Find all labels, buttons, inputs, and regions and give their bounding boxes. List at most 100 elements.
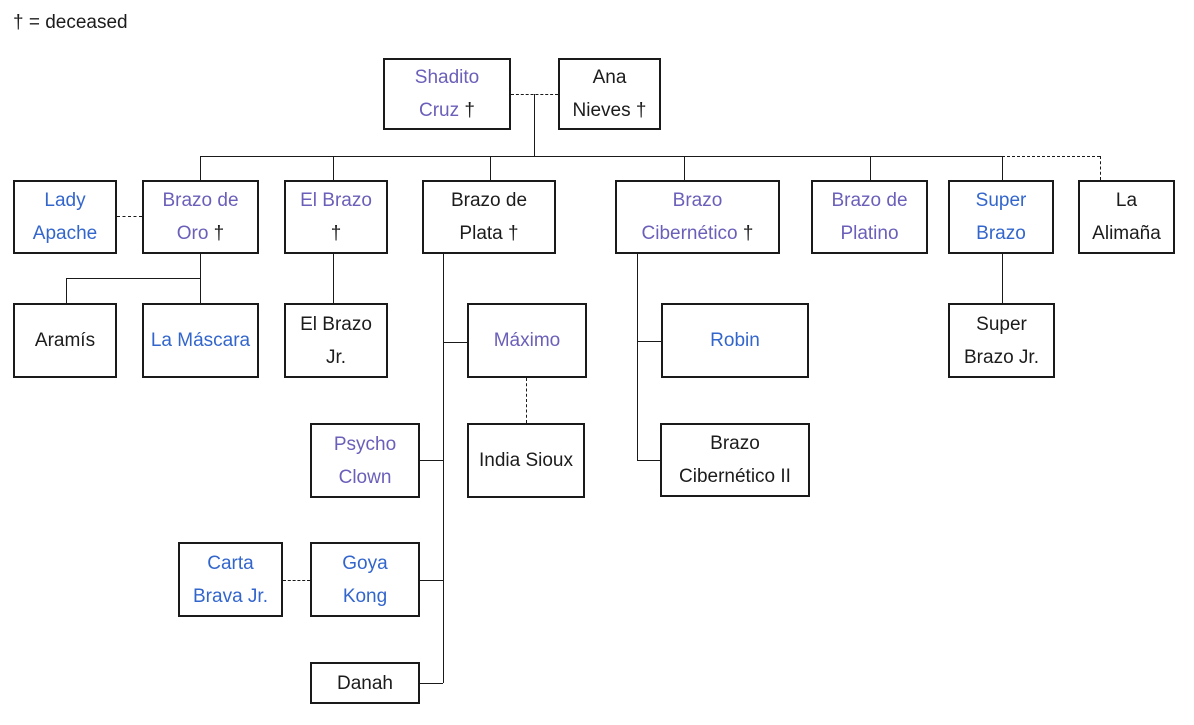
person-text-la-alimana: Alimaña	[1092, 223, 1161, 244]
person-link-brazo-cibernetico[interactable]: Cibernético	[641, 223, 738, 244]
person-text-danah: Danah	[337, 672, 393, 694]
person-name-line: Super	[976, 184, 1027, 217]
solid-connector-line	[66, 278, 67, 303]
person-text-super-brazo-jr: Brazo Jr.	[964, 346, 1039, 368]
person-name-line: Plata †	[459, 217, 518, 250]
solid-connector-line	[490, 156, 491, 180]
person-name-line: Brazo de	[162, 184, 238, 217]
person-link-el-brazo[interactable]: El Brazo	[300, 190, 372, 211]
person-name-line: Clown	[339, 461, 392, 494]
solid-connector-line	[534, 94, 535, 156]
person-link-lady-apache[interactable]: Lady	[44, 190, 86, 211]
person-link-maximo[interactable]: Máximo	[493, 330, 561, 351]
solid-connector-line	[1002, 156, 1003, 180]
person-text-shadito-cruz: †	[459, 100, 475, 121]
person-link-psycho-clown[interactable]: Psycho	[333, 433, 397, 455]
person-text-india-sioux: India Sioux	[478, 450, 573, 471]
person-name-line: Brazo Jr.	[964, 341, 1039, 374]
person-text-super-brazo-jr: Super	[976, 313, 1027, 335]
person-link-carta-brava-jr[interactable]: Carta	[207, 552, 254, 574]
solid-connector-line	[420, 683, 443, 684]
person-name-line: Platino	[840, 217, 898, 250]
person-link-goya-kong[interactable]: Goya	[342, 552, 388, 574]
person-box-brazo-de-platino: Brazo de Platino	[811, 180, 928, 254]
person-name-line: Aramís	[35, 324, 95, 357]
dashed-connector-line	[526, 378, 527, 423]
person-name-line: Brazo	[673, 184, 723, 217]
person-name-line: Brazo de	[831, 184, 907, 217]
person-link-carta-brava-jr[interactable]: Brava Jr.	[193, 585, 268, 607]
person-name-line: India Sioux	[479, 444, 573, 477]
solid-connector-line	[443, 342, 467, 343]
solid-connector-line	[333, 156, 334, 180]
person-name-line: Brazo	[976, 217, 1026, 250]
person-name-line: Danah	[337, 667, 393, 700]
solid-connector-line	[443, 254, 444, 683]
solid-connector-line	[200, 156, 201, 180]
person-name-line: El Brazo	[300, 184, 372, 217]
person-link-lady-apache[interactable]: Apache	[32, 223, 98, 244]
solid-connector-line	[66, 278, 200, 279]
solid-connector-line	[637, 341, 661, 342]
person-link-super-brazo[interactable]: Brazo	[976, 223, 1026, 244]
solid-connector-line	[637, 460, 660, 461]
person-name-line: Cruz †	[419, 94, 475, 127]
person-name-line: Jr.	[326, 341, 346, 374]
person-link-brazo-de-platino[interactable]: Brazo de	[831, 190, 908, 211]
person-link-psycho-clown[interactable]: Clown	[338, 466, 392, 488]
person-text-el-brazo: †	[330, 223, 342, 244]
person-name-line: Super	[976, 308, 1027, 341]
person-name-line: La Máscara	[151, 324, 250, 357]
person-text-ana-nieves: Ana	[592, 67, 627, 88]
deceased-legend: † = deceased	[13, 12, 128, 33]
person-box-la-mascara: La Máscara	[142, 303, 259, 378]
solid-connector-line	[684, 156, 685, 180]
person-text-el-brazo-jr: El Brazo	[300, 313, 372, 335]
solid-connector-line	[200, 156, 1002, 157]
person-link-shadito-cruz[interactable]: Shadito	[414, 67, 480, 88]
person-link-robin[interactable]: Robin	[710, 330, 760, 351]
person-link-goya-kong[interactable]: Kong	[342, 585, 388, 607]
person-text-brazo-cibernetico: †	[737, 223, 754, 244]
person-link-shadito-cruz[interactable]: Cruz	[419, 100, 460, 121]
person-name-line: Cibernético †	[642, 217, 754, 250]
person-box-india-sioux: India Sioux	[467, 423, 585, 498]
person-text-el-brazo-jr: Jr.	[325, 346, 347, 368]
solid-connector-line	[637, 254, 638, 460]
solid-connector-line	[870, 156, 871, 180]
person-link-brazo-de-platino[interactable]: Platino	[840, 223, 899, 244]
person-name-line: Carta	[207, 547, 253, 580]
person-link-brazo-cibernetico[interactable]: Brazo	[672, 190, 723, 211]
person-name-line: Shadito	[415, 61, 479, 94]
person-link-super-brazo[interactable]: Super	[975, 190, 1027, 211]
person-box-maximo: Máximo	[467, 303, 587, 378]
solid-connector-line	[333, 254, 334, 303]
person-name-line: Psycho	[334, 428, 396, 461]
person-name-line: †	[331, 217, 342, 250]
person-name-line: Robin	[710, 324, 760, 357]
person-name-line: Oro †	[177, 217, 225, 250]
person-name-line: Cibernético II	[679, 460, 791, 493]
solid-connector-line	[420, 580, 443, 581]
person-link-brazo-de-oro[interactable]: Brazo de	[162, 190, 239, 211]
person-name-line: Lady	[44, 184, 85, 217]
person-name-line: Nieves †	[573, 94, 647, 127]
person-text-aramis: Aramís	[34, 330, 96, 351]
person-name-line: Ana	[593, 61, 627, 94]
person-name-line: Máximo	[494, 324, 561, 357]
person-link-la-mascara[interactable]: La Máscara	[150, 330, 251, 351]
person-link-brazo-de-oro[interactable]: Oro	[176, 223, 209, 244]
solid-connector-line	[1002, 254, 1003, 303]
